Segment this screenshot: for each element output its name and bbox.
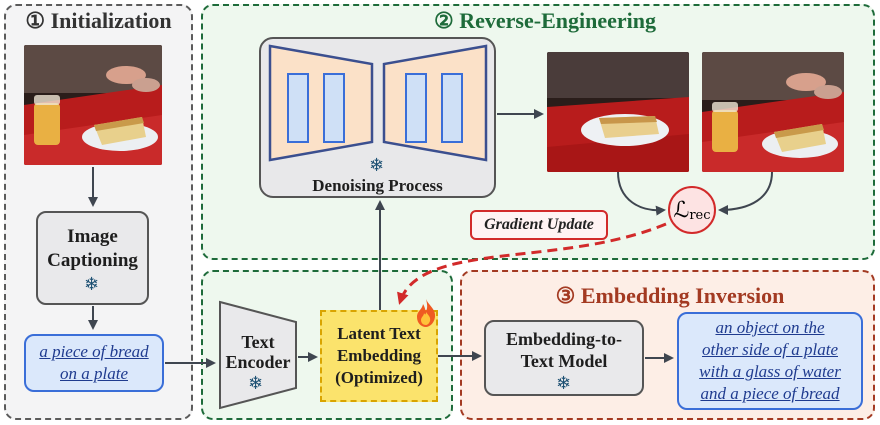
- snowflake-icon: ❄: [369, 155, 385, 176]
- embedding-to-text-box: Embedding-to- Text Model: [484, 320, 644, 396]
- snowflake-icon: ❄: [556, 373, 572, 394]
- snowflake-icon: ❄: [84, 274, 100, 295]
- recovered-line4: and a piece of bread: [700, 384, 840, 403]
- input-image: [24, 45, 162, 165]
- latent-embedding-box: Latent Text Embedding (Optimized): [320, 310, 438, 402]
- image-captioning-line1: Image: [67, 226, 118, 247]
- caption-line2: on a plate: [60, 364, 128, 383]
- latent-line1: Latent Text: [337, 324, 421, 343]
- text-encoder-shape: [219, 300, 297, 410]
- embedding-to-text-line1: Embedding-to-: [505, 329, 622, 349]
- gradient-update-text: Gradient Update: [484, 216, 594, 233]
- recovered-line3: with a glass of water: [699, 362, 841, 381]
- loss-subscript: rec: [689, 207, 711, 223]
- reconstructed-image: [547, 52, 689, 172]
- initialization-title: ① Initialization: [25, 8, 172, 33]
- image-captioning-line2: Captioning: [47, 250, 138, 271]
- unet-shape: [268, 44, 488, 162]
- recovered-line2: other side of a plate: [702, 340, 838, 359]
- snowflake-icon: ❄: [248, 373, 264, 394]
- original-image: [702, 52, 844, 172]
- latent-line3: (Optimized): [335, 368, 423, 387]
- reverse-engineering-title: ② Reverse-Engineering: [434, 8, 656, 33]
- loss-symbol: ℒ: [673, 197, 690, 223]
- latent-line2: Embedding: [336, 346, 422, 365]
- text-encoder-line1: Text: [241, 332, 275, 352]
- embedding-to-text-line2: Text Model: [520, 351, 608, 371]
- text-encoder-line2: Encoder: [225, 352, 291, 372]
- fire-icon: [417, 299, 436, 327]
- recovered-line1: an object on the: [715, 318, 825, 337]
- caption-box: a piece of bread on a plate: [24, 334, 164, 392]
- embedding-inversion-title: ③ Embedding Inversion: [555, 283, 785, 308]
- recovered-text-box: an object on the other side of a plate w…: [677, 312, 863, 410]
- image-captioning-box: Image Captioning: [36, 211, 149, 305]
- caption-line1: a piece of bread: [39, 342, 149, 361]
- gradient-update-label: Gradient Update: [470, 210, 608, 240]
- denoising-label: Denoising Process: [312, 176, 443, 195]
